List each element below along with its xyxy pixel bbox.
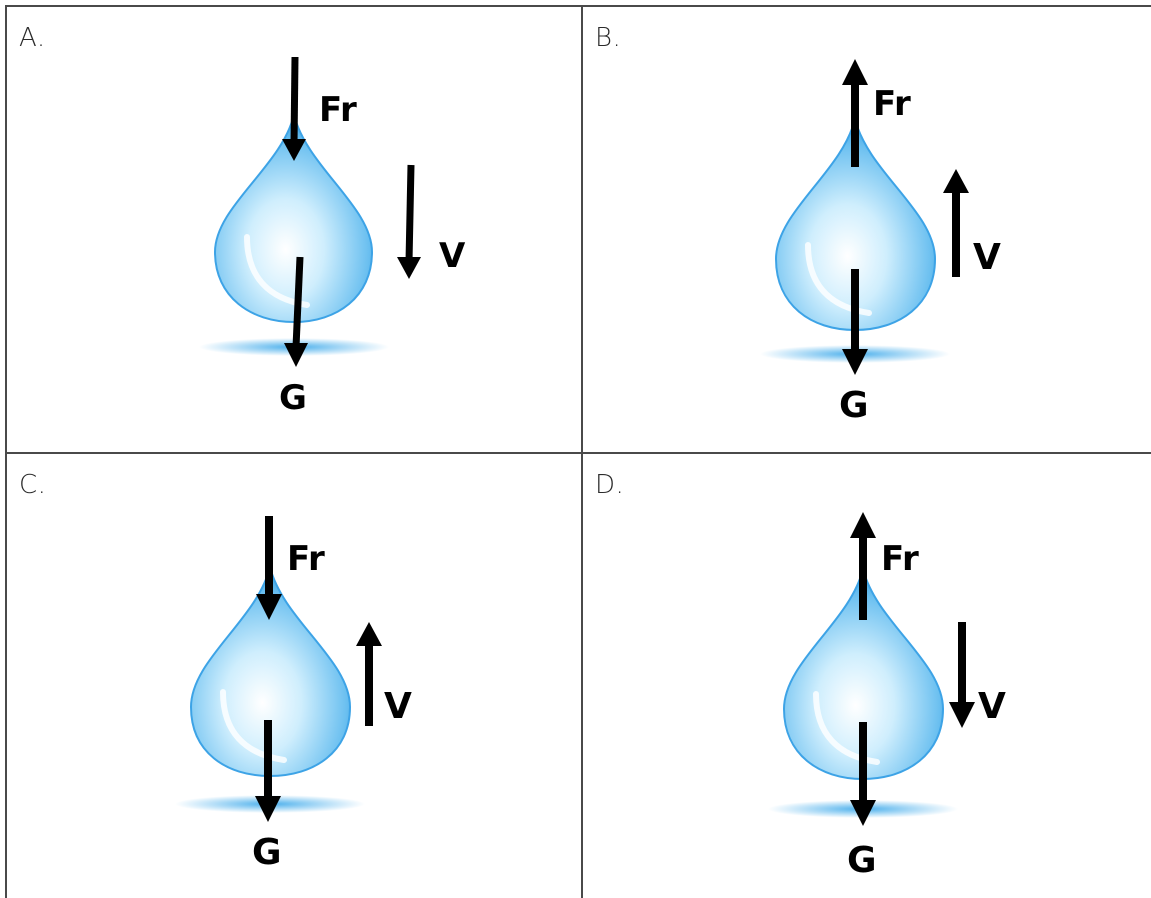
option-d-cell: D. Fr xyxy=(583,454,1151,898)
gravity-force-label: G xyxy=(252,832,282,873)
friction-force-label: Fr xyxy=(287,539,325,579)
gravity-force-label: G xyxy=(839,385,869,426)
grid-line-left xyxy=(5,5,7,898)
grid-line-middle xyxy=(5,452,1151,454)
velocity-arrow xyxy=(943,169,969,277)
grid-line-center xyxy=(581,5,583,898)
velocity-label: V xyxy=(439,236,466,276)
option-b-diagram: Fr V G xyxy=(760,59,1001,426)
option-c-diagram: Fr V G xyxy=(175,516,412,873)
gravity-force-label: G xyxy=(847,840,877,881)
velocity-arrow xyxy=(397,164,421,279)
gravity-force-arrow xyxy=(842,269,868,375)
option-a-cell: A. Fr xyxy=(7,7,581,452)
velocity-label: V xyxy=(978,686,1006,727)
friction-force-label: Fr xyxy=(873,84,911,124)
option-c-cell: C. Fr xyxy=(7,454,581,898)
friction-force-label: Fr xyxy=(319,90,357,130)
gravity-force-label: G xyxy=(279,378,307,418)
option-d-diagram: Fr V G xyxy=(768,512,1006,881)
option-label: B. xyxy=(595,23,622,53)
velocity-arrow xyxy=(949,622,975,728)
gravity-force-arrow xyxy=(850,722,876,826)
option-b-cell: B. Fr xyxy=(583,7,1151,452)
velocity-label: V xyxy=(973,237,1001,278)
velocity-arrow xyxy=(356,622,382,726)
gravity-force-arrow xyxy=(255,720,281,822)
friction-force-arrow xyxy=(850,512,876,620)
friction-force-arrow xyxy=(842,59,868,167)
drop-highlight xyxy=(220,689,287,763)
option-label: D. xyxy=(595,470,625,500)
gravity-force-arrow xyxy=(284,256,308,367)
grid-line-top xyxy=(5,5,1151,7)
friction-force-arrow xyxy=(282,56,306,161)
option-label: A. xyxy=(19,23,46,53)
friction-force-label: Fr xyxy=(881,539,919,579)
friction-force-arrow xyxy=(256,516,282,620)
option-label: C. xyxy=(19,470,47,500)
velocity-label: V xyxy=(384,686,412,727)
option-a-diagram: Fr V G xyxy=(199,56,466,418)
